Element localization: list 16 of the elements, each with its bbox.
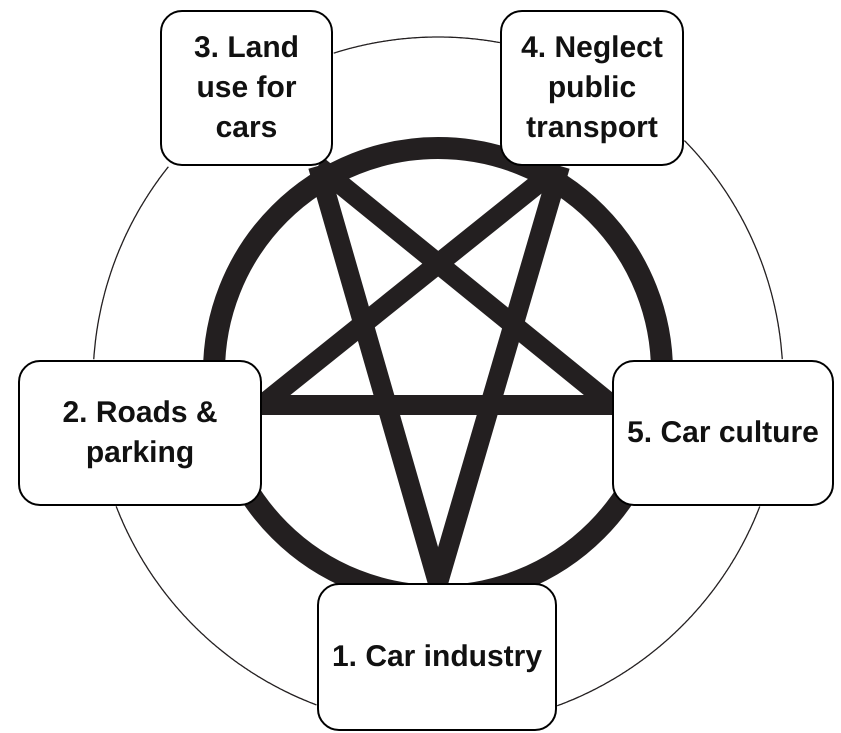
label-box [18,360,262,506]
label-box [612,360,834,506]
star-line [262,395,612,415]
box-label: 1. Car industry [332,639,542,675]
ring-arc [556,506,760,706]
box-label: 3. Land use for cars [192,30,300,146]
ring-arc [334,36,500,54]
box-label: 4. Neglect public transport [520,30,664,146]
ring-arc [684,140,783,360]
box-label: 5. Car culture [627,415,819,451]
ring-arc [93,166,169,360]
label-box [160,10,333,166]
label-box [317,583,557,731]
label-box [500,10,684,166]
ring-arc [116,506,317,706]
box-label: 2. Roads & parking [61,395,219,471]
